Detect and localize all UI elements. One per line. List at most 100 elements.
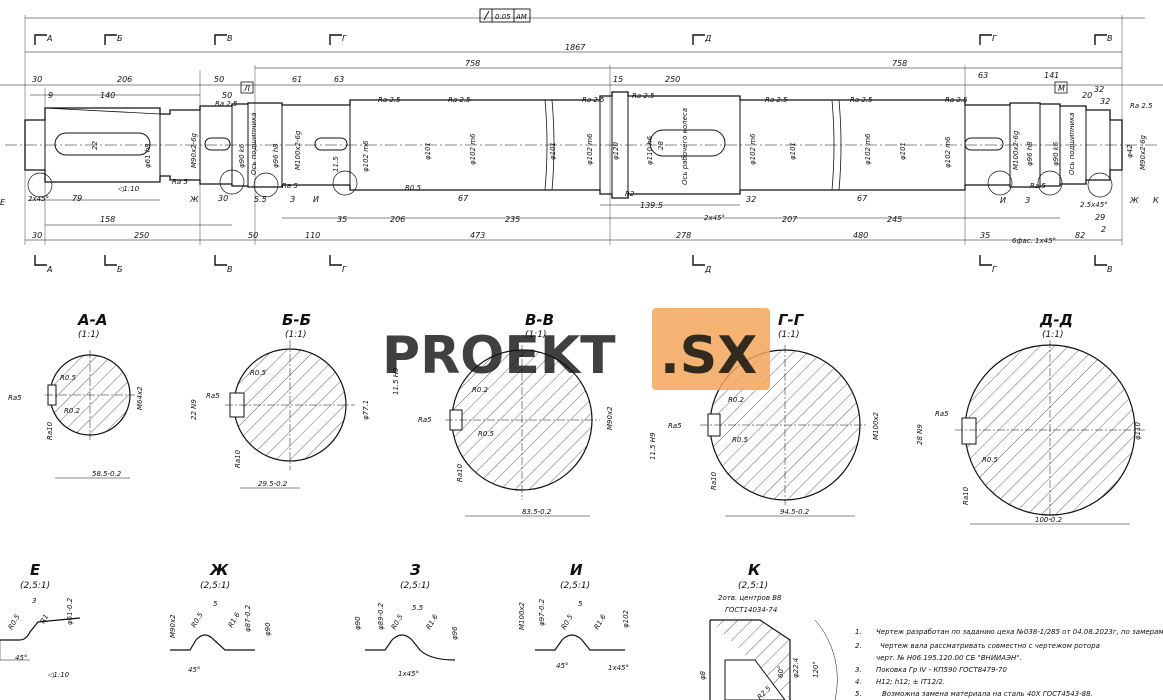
note-text: H12; h12; ± IT12/2. [876, 678, 945, 686]
dim: 30 [218, 194, 228, 203]
dim: R0.5 [250, 369, 267, 377]
dim: R0.5 [478, 430, 495, 438]
note-text: Чертеж разработан по заданию цеха №038-1… [876, 628, 1163, 636]
dim: 100-0.2 [1035, 516, 1063, 524]
radius: R2 [625, 190, 635, 198]
note-num: 3. [855, 666, 862, 674]
dim: 58.5-0.2 [92, 470, 122, 478]
dim: 32 [1100, 97, 1110, 106]
detail-scale: (2,5:1) [200, 581, 230, 591]
dim: Ra5 [418, 416, 432, 424]
dim: 158 [100, 215, 115, 224]
dim: 473 [470, 231, 485, 240]
dim: φ102 [622, 609, 630, 628]
dim: 35 [337, 215, 347, 224]
roughness: Ra 2.5 [378, 96, 401, 104]
dim: 82 [1075, 231, 1085, 240]
section-title: Г-Г [778, 311, 805, 329]
dim: R1.6 [425, 613, 440, 631]
marker: З [1025, 196, 1030, 205]
key-width: 22 [91, 141, 99, 150]
dim: 30 [32, 75, 42, 84]
marker-top: В [227, 34, 233, 43]
detail-title: И [570, 561, 583, 579]
roughness: Ra 2.5 [765, 96, 788, 104]
section-scale: (1:1) [778, 330, 800, 340]
dim: R0.5 [7, 613, 22, 631]
detail-title: Ж [209, 561, 229, 579]
bottom-dimensions: 30 250 50 110 473 278 480 35 82 158 35 2… [32, 194, 1106, 240]
dim: 63 [334, 75, 344, 84]
dia: φ90 k6 [1052, 141, 1060, 166]
chamfer: 6фас. 1x45° [1012, 237, 1056, 245]
dim: 63 [978, 71, 988, 80]
marker-bottom: Г [992, 265, 997, 274]
dia: φ110 h6 [646, 135, 654, 165]
dim: 110 [305, 231, 320, 240]
dim: 50 [248, 231, 258, 240]
chamfer: 2x45° [704, 214, 725, 222]
marker-bottom: А [46, 265, 52, 274]
dim: 1x45° [398, 670, 419, 678]
dim: 35 [980, 231, 990, 240]
dim: 141 [1044, 71, 1059, 80]
dim: 206 [117, 75, 132, 84]
dia: φ61 h8 [144, 143, 152, 168]
note-text: Поковка Гр IV - КП590 ГОСТ8479-70 [876, 666, 1008, 674]
dim: Ra10 [46, 421, 54, 440]
marker-top: В [1107, 34, 1113, 43]
dia: φ101 [424, 142, 432, 160]
dim: ГОСТ14034-74 [725, 606, 777, 614]
label-M: М [1058, 84, 1065, 93]
axis-label: Ось подшипника [1068, 112, 1076, 175]
dim: R0.2 [728, 396, 745, 404]
dim: R0.5 [732, 436, 749, 444]
watermark-right: .SX [660, 326, 757, 386]
axis-label: Ось рабочего колеса [681, 108, 689, 185]
dim: R0.5 [390, 613, 405, 631]
dim: φ22.4 [792, 658, 800, 678]
dia: M100x2-6g [1012, 130, 1020, 170]
roughness: Ra 2.5 [448, 96, 471, 104]
dim: Ra5 [8, 394, 22, 402]
dim: 250 [134, 231, 149, 240]
dim: 5 [213, 600, 218, 608]
key-width: 11.5 [332, 156, 340, 172]
dim: 28 N9 [916, 424, 924, 445]
dia: φ102 m6 [469, 133, 477, 165]
marker-top: Б [117, 34, 123, 43]
dim: Ra10 [962, 486, 970, 505]
dia: φ96 h8 [272, 143, 280, 168]
dim: 61 [292, 75, 302, 84]
marker-top: Г [342, 34, 347, 43]
shaft-labels: Л М φ61 h8 M90x2-6g φ90 k6 φ96 h8 M100x2… [28, 81, 1153, 245]
marker-bottom: Б [117, 265, 123, 274]
tolerance-datum: АМ [515, 13, 527, 21]
note-num: 1. [855, 628, 862, 636]
radius: R0.5 [405, 184, 422, 192]
dia: φ102 m6 [749, 133, 757, 165]
dim: 206 [390, 215, 405, 224]
notes: 1. Чертеж разработан по заданию цеха №03… [855, 628, 1163, 698]
dim: 45° [15, 654, 27, 662]
dim: 480 [853, 231, 868, 240]
roughness: Ra 5 [172, 178, 188, 186]
dim: 20 [1082, 91, 1092, 100]
detail-i: И (2,5:1) 5 R0.5 R1.6 φ97-0.2 M100x2 φ10… [518, 561, 630, 672]
note-num: 4. [855, 678, 862, 686]
dim: φ89-0.2 [377, 602, 385, 630]
dim: Ra10 [710, 471, 718, 490]
dim: 15 [613, 75, 623, 84]
note-num: 2. [855, 642, 862, 650]
roughness: Ra 2.5 [632, 92, 655, 100]
dim: 2отв. центров В8 [718, 594, 782, 602]
roughness: Ra 2.5 [582, 96, 605, 104]
section-scale: (1:1) [1042, 330, 1064, 340]
marker: Ж [189, 195, 199, 204]
dim: φ87-0.2 [244, 604, 252, 632]
detail-scale: (2,5:1) [560, 581, 590, 591]
note-text: Чертеж вала рассматривать совместно с че… [880, 642, 1100, 650]
marker-top: Д [704, 34, 711, 43]
top-dimensions: 30 206 50 61 63 1867 758 758 15 250 63 1… [32, 43, 1110, 106]
dim: 67 [458, 194, 469, 203]
